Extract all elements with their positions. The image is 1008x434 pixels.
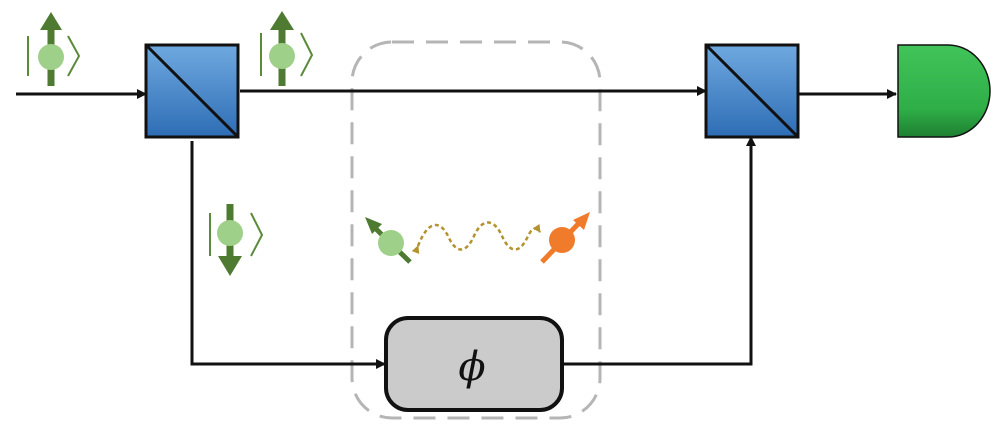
upper-arm-spin-up-ket [260,11,314,86]
input-spin-up-ket [27,12,81,86]
beam-splitter-2 [704,43,800,139]
interaction-region [350,40,602,420]
phase-label: ϕ [458,344,485,390]
coupling-wave [411,221,542,254]
lower-arm-beam-right [562,136,756,366]
detector [897,44,991,138]
phase-shifter: ϕ [384,316,564,412]
system-spin [365,217,412,264]
beam-splitter-1 [144,43,240,139]
lower-arm-beam-left [190,141,386,369]
lower-arm-spin-down-ket [209,204,264,276]
probe-spin [540,212,590,264]
